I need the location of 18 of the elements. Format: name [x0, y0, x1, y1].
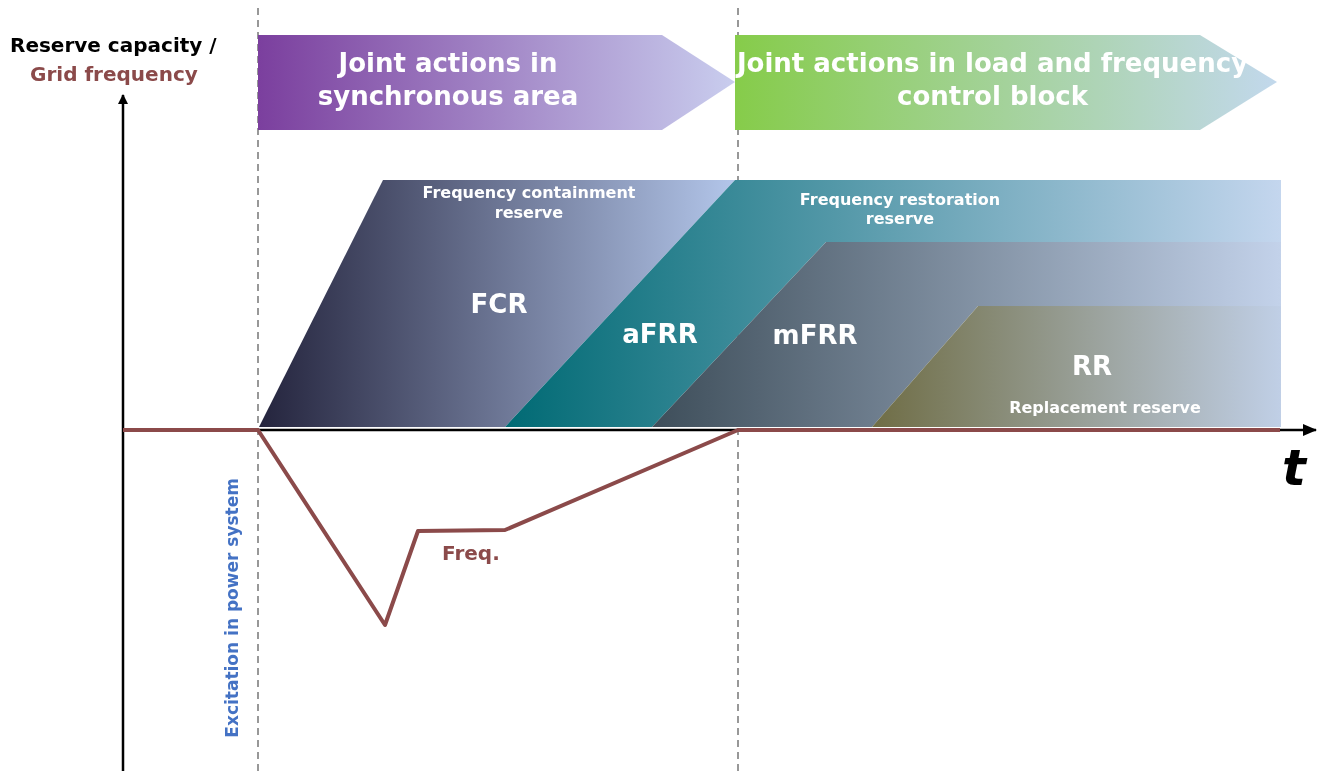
band-title: Joint actions in load and frequency control block: [735, 47, 1250, 112]
reserve-band: [872, 306, 1281, 427]
band-caption: Replacement reserve: [1008, 398, 1202, 418]
axis-label: t: [1282, 438, 1306, 498]
band-title: RR: [1070, 350, 1113, 383]
band-caption: Frequency containment reserve: [421, 183, 637, 223]
curve-label: Freq.: [442, 541, 500, 565]
band-title: aFRR: [621, 318, 699, 351]
axis-title: Reserve capacity /: [10, 33, 217, 57]
band-title: FCR: [469, 288, 529, 321]
band-title: mFRR: [771, 319, 859, 352]
chevron-banner: [258, 35, 736, 131]
band-caption: Frequency restoration reserve: [798, 190, 1002, 229]
reserve-band: [259, 180, 736, 427]
chevron-banner: [735, 35, 1278, 131]
event-label: Excitation in power system: [222, 478, 243, 738]
band-title: Joint actions in synchronous area: [316, 47, 580, 112]
axis-title: Grid frequency: [30, 62, 198, 86]
